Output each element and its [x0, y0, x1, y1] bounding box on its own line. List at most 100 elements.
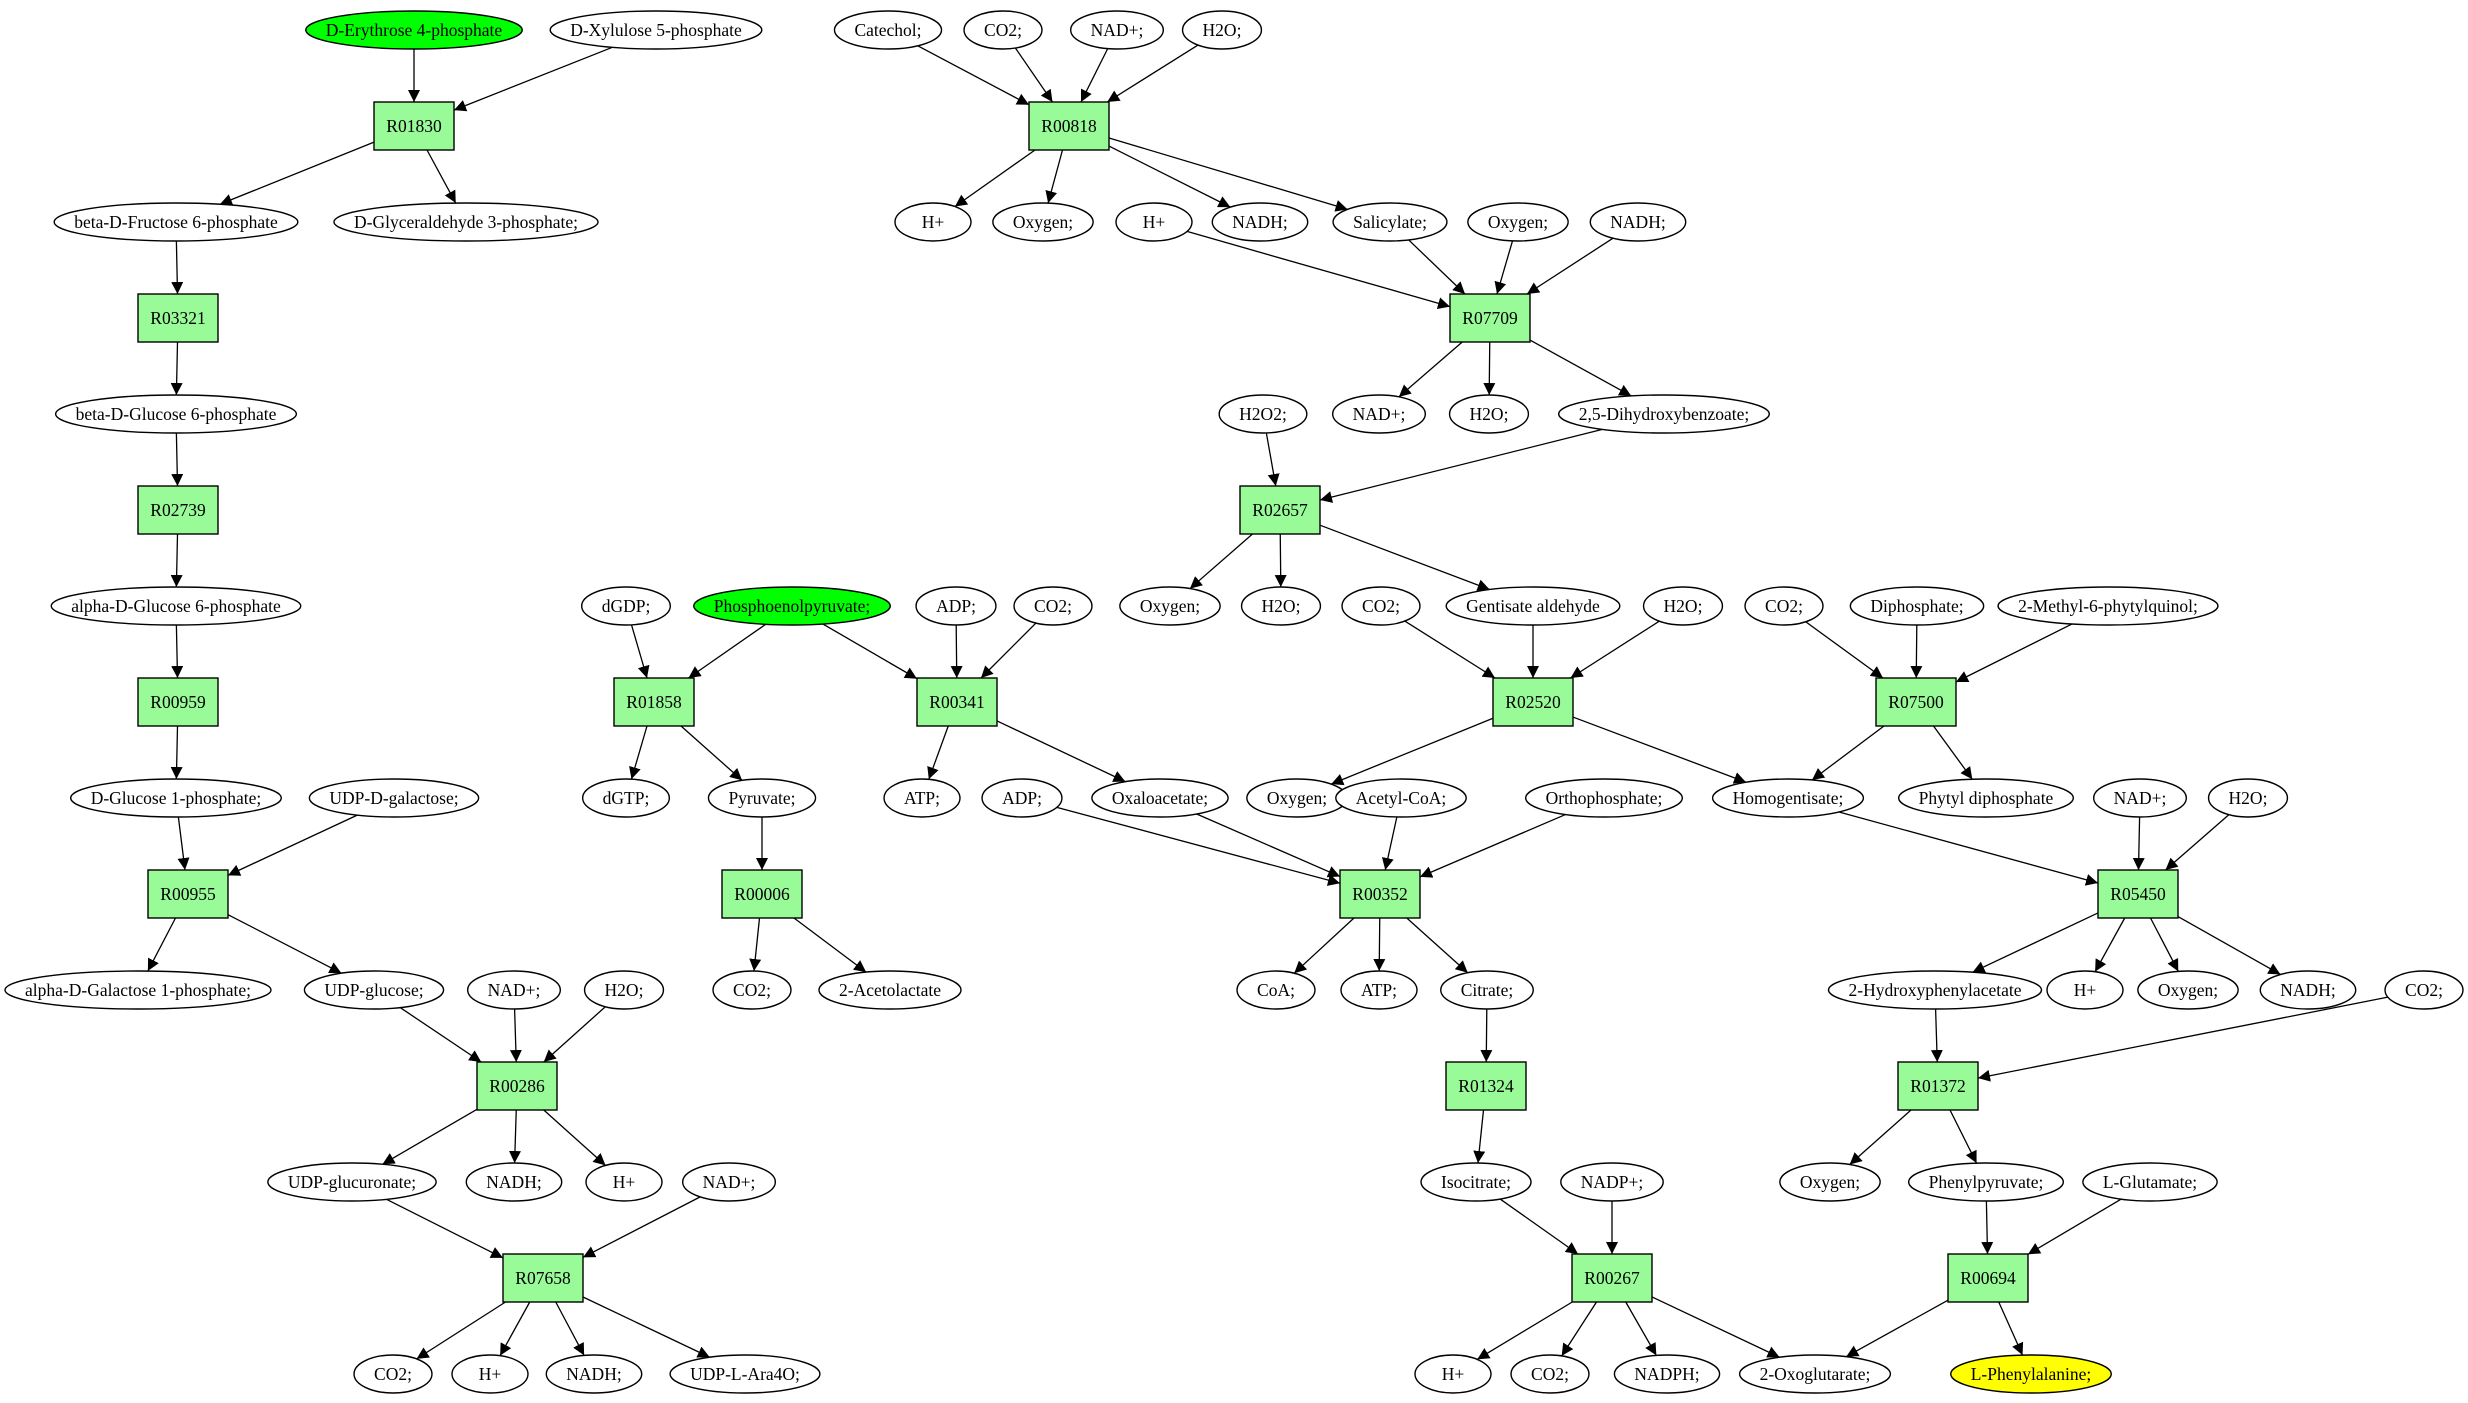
- compound-node[interactable]: NAD+;: [1069, 10, 1165, 50]
- compound-node[interactable]: L-Glutamate;: [2082, 1162, 2218, 1202]
- compound-node[interactable]: CO2;: [1510, 1354, 1590, 1394]
- compound-node[interactable]: beta-D-Glucose 6-phosphate: [54, 394, 298, 434]
- compound-node[interactable]: Oxygen;: [1119, 586, 1221, 626]
- compound-node[interactable]: Gentisate aldehyde: [1445, 586, 1621, 626]
- start-compound-node[interactable]: Phosphoenolpyruvate;: [693, 586, 891, 626]
- compound-node[interactable]: UDP-L-Ara4O;: [669, 1354, 821, 1394]
- compound-node[interactable]: dGTP;: [581, 778, 671, 818]
- compound-node[interactable]: Salicylate;: [1332, 202, 1448, 242]
- compound-node[interactable]: H2O;: [2207, 778, 2289, 818]
- reaction-node[interactable]: R01858: [613, 677, 695, 727]
- target-compound-node[interactable]: L-Phenylalanine;: [1950, 1354, 2112, 1394]
- compound-node[interactable]: UDP-glucuronate;: [267, 1162, 437, 1202]
- reaction-node[interactable]: R01324: [1445, 1061, 1527, 1111]
- compound-node[interactable]: Oxygen;: [2137, 970, 2239, 1010]
- compound-node[interactable]: 2-Acetolactate: [818, 970, 962, 1010]
- compound-node[interactable]: NADH;: [1589, 202, 1687, 242]
- compound-node[interactable]: CoA;: [1236, 970, 1316, 1010]
- compound-node[interactable]: NADPH;: [1613, 1354, 1721, 1394]
- compound-node[interactable]: Orthophosphate;: [1524, 778, 1684, 818]
- reaction-node[interactable]: R00818: [1028, 101, 1110, 151]
- compound-node[interactable]: CO2;: [2384, 970, 2464, 1010]
- compound-node[interactable]: H+: [585, 1162, 663, 1202]
- compound-node[interactable]: NADH;: [545, 1354, 643, 1394]
- compound-node[interactable]: H+: [1414, 1354, 1492, 1394]
- reaction-node[interactable]: R00286: [476, 1061, 558, 1111]
- compound-node[interactable]: CO2;: [1013, 586, 1093, 626]
- compound-node[interactable]: 2-Methyl-6-phytylquinol;: [1997, 586, 2219, 626]
- compound-node[interactable]: alpha-D-Galactose 1-phosphate;: [4, 970, 272, 1010]
- compound-node[interactable]: UDP-glucose;: [303, 970, 445, 1010]
- reaction-node[interactable]: R05450: [2097, 869, 2179, 919]
- compound-node[interactable]: D-Glucose 1-phosphate;: [70, 778, 282, 818]
- compound-node[interactable]: Pyruvate;: [707, 778, 817, 818]
- compound-node[interactable]: NADH;: [465, 1162, 563, 1202]
- reaction-node[interactable]: R07709: [1449, 293, 1531, 343]
- compound-node[interactable]: CO2;: [353, 1354, 433, 1394]
- reaction-node[interactable]: R03321: [137, 293, 219, 343]
- compound-node[interactable]: Oxaloacetate;: [1091, 778, 1229, 818]
- reaction-node[interactable]: R00955: [147, 869, 229, 919]
- compound-node[interactable]: UDP-D-galactose;: [308, 778, 480, 818]
- compound-node[interactable]: ADP;: [915, 586, 997, 626]
- compound-node[interactable]: NADH;: [1211, 202, 1309, 242]
- reaction-node[interactable]: R00959: [137, 677, 219, 727]
- reaction-node[interactable]: R00352: [1339, 869, 1421, 919]
- compound-node[interactable]: Citrate;: [1440, 970, 1534, 1010]
- compound-node[interactable]: H+: [2046, 970, 2124, 1010]
- compound-node[interactable]: NADP+;: [1560, 1162, 1664, 1202]
- compound-node[interactable]: D-Xylulose 5-phosphate: [549, 10, 763, 50]
- reaction-node[interactable]: R07658: [502, 1253, 584, 1303]
- compound-node[interactable]: NADH;: [2259, 970, 2357, 1010]
- compound-node[interactable]: D-Glyceraldehyde 3-phosphate;: [333, 202, 599, 242]
- compound-node[interactable]: 2-Oxoglutarate;: [1738, 1354, 1892, 1394]
- compound-node[interactable]: Oxygen;: [1779, 1162, 1881, 1202]
- compound-node[interactable]: H2O;: [1240, 586, 1322, 626]
- compound-node[interactable]: Isocitrate;: [1420, 1162, 1532, 1202]
- reaction-node[interactable]: R00006: [721, 869, 803, 919]
- compound-node[interactable]: CO2;: [1744, 586, 1824, 626]
- compound-node[interactable]: Homogentisate;: [1711, 778, 1865, 818]
- compound-node[interactable]: NAD+;: [1331, 394, 1427, 434]
- compound-node[interactable]: dGDP;: [580, 586, 672, 626]
- compound-node[interactable]: CO2;: [1341, 586, 1421, 626]
- compound-node[interactable]: Oxygen;: [1467, 202, 1569, 242]
- compound-node[interactable]: H+: [1115, 202, 1193, 242]
- compound-node[interactable]: 2-Hydroxyphenylacetate: [1827, 970, 2043, 1010]
- reaction-node[interactable]: R01372: [1897, 1061, 1979, 1111]
- compound-node[interactable]: alpha-D-Glucose 6-phosphate: [50, 586, 302, 626]
- compound-node[interactable]: NAD+;: [466, 970, 562, 1010]
- compound-node[interactable]: H2O;: [1181, 10, 1263, 50]
- compound-node[interactable]: 2,5-Dihydroxybenzoate;: [1558, 394, 1770, 434]
- compound-node[interactable]: Oxygen;: [1246, 778, 1348, 818]
- compound-node[interactable]: ATP;: [1340, 970, 1418, 1010]
- reaction-node[interactable]: R07500: [1875, 677, 1957, 727]
- compound-node[interactable]: Diphosphate;: [1849, 586, 1985, 626]
- compound-node[interactable]: beta-D-Fructose 6-phosphate: [53, 202, 299, 242]
- compound-node[interactable]: Phenylpyruvate;: [1907, 1162, 2065, 1202]
- compound-node[interactable]: ATP;: [883, 778, 961, 818]
- reaction-node[interactable]: R02739: [137, 485, 219, 535]
- compound-node[interactable]: H2O;: [1448, 394, 1530, 434]
- compound-node[interactable]: Oxygen;: [992, 202, 1094, 242]
- compound-node[interactable]: H2O2;: [1218, 394, 1308, 434]
- reaction-node[interactable]: R00341: [916, 677, 998, 727]
- compound-node[interactable]: Phytyl diphosphate: [1897, 778, 2075, 818]
- reaction-node[interactable]: R00267: [1571, 1253, 1653, 1303]
- compound-node[interactable]: H+: [451, 1354, 529, 1394]
- compound-node[interactable]: H2O;: [1642, 586, 1724, 626]
- compound-node[interactable]: Acetyl-CoA;: [1335, 778, 1467, 818]
- compound-node[interactable]: NAD+;: [681, 1162, 777, 1202]
- start-compound-node[interactable]: D-Erythrose 4-phosphate: [305, 10, 523, 50]
- reaction-node[interactable]: R01830: [373, 101, 455, 151]
- compound-node[interactable]: ADP;: [981, 778, 1063, 818]
- compound-node[interactable]: Catechol;: [833, 10, 943, 50]
- compound-node[interactable]: CO2;: [712, 970, 792, 1010]
- reaction-node[interactable]: R02657: [1239, 485, 1321, 535]
- compound-node[interactable]: NAD+;: [2092, 778, 2188, 818]
- reaction-node[interactable]: R00694: [1947, 1253, 2029, 1303]
- reaction-node[interactable]: R02520: [1492, 677, 1574, 727]
- compound-node[interactable]: CO2;: [963, 10, 1043, 50]
- compound-node[interactable]: H+: [894, 202, 972, 242]
- compound-node[interactable]: H2O;: [583, 970, 665, 1010]
